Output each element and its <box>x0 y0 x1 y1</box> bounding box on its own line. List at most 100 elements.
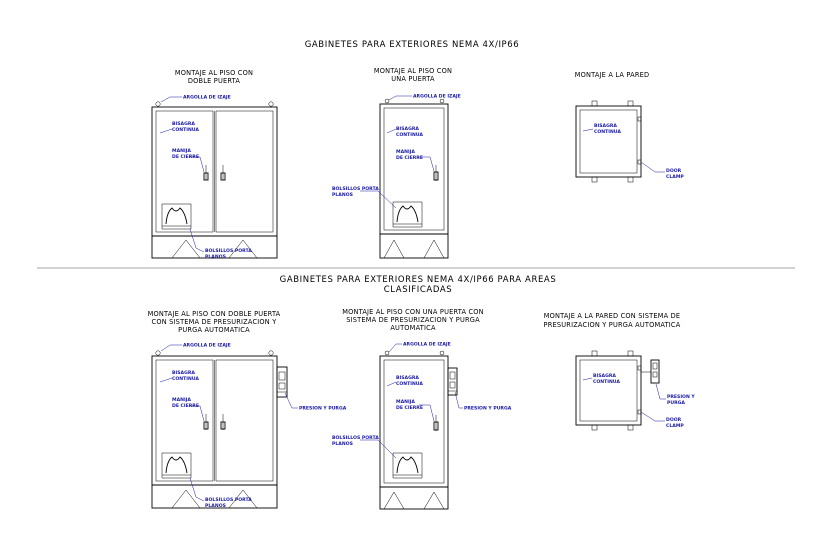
lifting-eye-right <box>439 98 445 104</box>
label-manija-1: MANIJA <box>172 397 191 403</box>
top-single-door-cabinet: ARGOLLA DE IZAJE BISAGRA CONTINUA MANIJA… <box>332 94 461 259</box>
handle-right <box>220 414 226 430</box>
leader-argolla <box>388 95 412 101</box>
door-right <box>215 110 274 233</box>
door-left <box>155 110 214 233</box>
label-bisagra-1: BISAGRA <box>172 121 195 127</box>
door-right <box>215 359 274 482</box>
label-bolsillos-2: PLANOS <box>205 254 226 260</box>
leader-bolsillos <box>360 439 397 459</box>
label-bisagra-1: BISAGRA <box>172 370 195 376</box>
handle <box>433 415 439 431</box>
label-presion: PRESION Y PURGA <box>464 406 512 412</box>
label-bolsillos-1: BOLSILLOS PORTA <box>332 186 379 192</box>
door-clamp <box>637 409 642 415</box>
mount-lug <box>591 100 598 107</box>
leader-bisagra <box>159 377 173 383</box>
label-bolsillos-1: BOLSILLOS PORTA <box>332 435 379 441</box>
lifting-eye-left <box>155 350 161 356</box>
mount-lug <box>591 176 598 183</box>
label-bisagra-2: CONTINUA <box>593 379 620 385</box>
label-presion: PRESION Y PURGA <box>299 406 347 412</box>
leader-manija <box>419 156 435 172</box>
bottom-wall-cabinet: BISAGRA CONTINUA PRESION Y PURGA DOOR CL… <box>575 350 695 431</box>
document-pocket <box>161 203 192 230</box>
plinth <box>151 484 278 509</box>
purge-unit <box>447 367 458 396</box>
door-clamp <box>637 159 642 165</box>
label-presion-1: PRESION Y <box>667 394 695 400</box>
top-single-subtitle-1: MONTAJE AL PISO CON <box>374 67 452 75</box>
label-manija-1: MANIJA <box>396 399 415 405</box>
leader-argolla <box>160 96 182 103</box>
label-bisagra-1: BISAGRA <box>593 373 616 379</box>
top-double-door-cabinet: ARGOLLA DE IZAJE BISAGRA CONTINUA MANIJA… <box>151 95 278 260</box>
door <box>579 359 638 422</box>
top-single-subtitle-2: UNA PUERTA <box>391 75 435 83</box>
label-presion-2: PURGA <box>667 400 685 406</box>
leader-manija <box>419 404 435 422</box>
label-manija-1: MANIJA <box>172 148 191 154</box>
mount-lug <box>591 350 598 357</box>
leader-bisagra <box>386 381 397 387</box>
bottom-double-subtitle-1: MONTAJE AL PISO CON DOBLE PUERTA <box>148 310 281 318</box>
purge-unit <box>276 366 288 398</box>
leader-argolla <box>160 344 182 352</box>
cabinet-body <box>575 105 642 178</box>
label-bolsillos-2: PLANOS <box>332 192 353 198</box>
lifting-eye-left <box>384 98 390 104</box>
bottom-single-subtitle-2: SISTEMA DE PRESURIZACION Y PURGA <box>346 316 480 324</box>
document-pocket <box>161 452 192 479</box>
door <box>579 109 638 174</box>
purge-unit <box>641 359 660 384</box>
lifting-eye-right <box>439 350 445 356</box>
leader-bolsillos <box>189 477 205 502</box>
door-left <box>155 359 214 482</box>
label-bisagra-1: BISAGRA <box>396 126 419 132</box>
document-pocket <box>392 452 423 479</box>
label-door-1: DOOR <box>666 168 682 174</box>
door <box>383 107 445 231</box>
label-manija-1: MANIJA <box>396 149 415 155</box>
door <box>383 359 445 484</box>
label-bolsillos-1: BOLSILLOS PORTA <box>205 248 252 254</box>
label-argolla: ARGOLLA DE IZAJE <box>183 343 231 349</box>
bottom-wall-subtitle-2: PRESURIZACION Y PURGA AUTOMATICA <box>544 321 681 329</box>
leader-bolsillos <box>189 228 205 253</box>
handle-left <box>203 165 209 181</box>
bottom-wall-subtitle-1: MONTAJE A LA PARED CON SISTEMA DE <box>544 312 681 320</box>
leader-door-clamp <box>640 411 665 422</box>
leader-bisagra <box>386 128 397 134</box>
bottom-double-subtitle-2: CON SISTEMA DE PRESURIZACION Y <box>152 318 278 326</box>
label-door-1: DOOR <box>666 417 682 423</box>
label-manija-2: DE CIERRE <box>396 405 423 411</box>
label-argolla: ARGOLLA DE IZAJE <box>413 94 461 100</box>
label-bisagra-1: BISAGRA <box>594 123 617 129</box>
label-bolsillos-2: PLANOS <box>205 503 226 509</box>
lifting-eye-right <box>268 101 274 107</box>
leader-argolla <box>388 343 402 353</box>
label-bisagra-2: CONTINUA <box>172 376 199 382</box>
bottom-single-subtitle-1: MONTAJE AL PISO CON UNA PUERTA CON <box>342 308 484 316</box>
leader-manija <box>189 405 205 422</box>
plinth <box>379 486 449 510</box>
bottom-single-subtitle-3: AUTOMATICA <box>390 324 436 332</box>
leader-presion <box>284 392 298 409</box>
mount-lug <box>591 424 598 431</box>
lifting-eye-right <box>268 350 274 356</box>
label-manija-2: DE CIERRE <box>172 403 199 409</box>
handle-left <box>203 414 209 430</box>
label-bisagra-2: CONTINUA <box>172 127 199 133</box>
handle <box>433 165 439 181</box>
leader-presion <box>454 391 463 409</box>
plinth <box>151 235 278 259</box>
leader-presion <box>655 383 666 400</box>
leader-bisagra <box>159 128 173 134</box>
label-manija-2: DE CIERRE <box>396 155 423 161</box>
cabinet-body <box>379 103 449 235</box>
label-bolsillos-1: BOLSILLOS PORTA <box>205 497 252 503</box>
document-pocket <box>392 201 423 228</box>
top-double-subtitle-1: MONTAJE AL PISO CON <box>175 69 253 77</box>
leader-bolsillos <box>360 190 397 209</box>
mount-lug <box>627 350 634 357</box>
